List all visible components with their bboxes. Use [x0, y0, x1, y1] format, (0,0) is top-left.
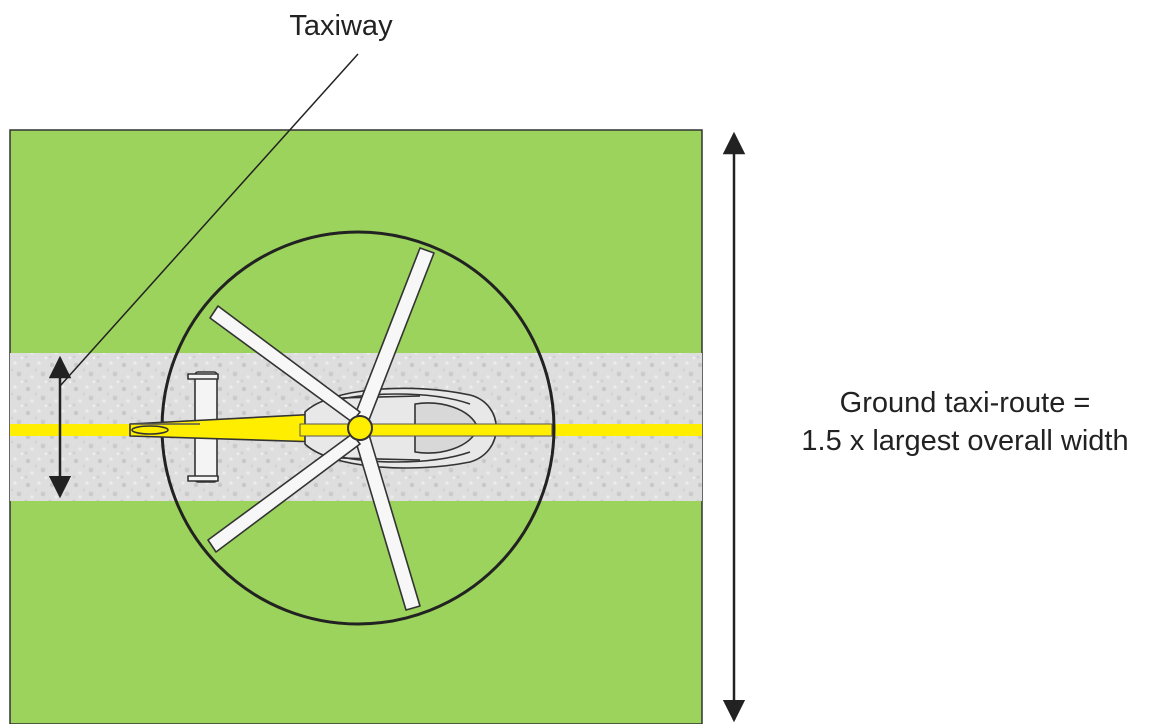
route-label-line-2: 1.5 x largest overall width	[801, 425, 1129, 457]
ground-taxi-route-label: Ground taxi-route = 1.5 x largest overal…	[770, 384, 1160, 460]
taxiway-leader-line	[59, 53, 359, 387]
taxiway-label: Taxiway	[289, 10, 393, 42]
helicopter-top-view-icon	[129, 247, 553, 611]
route-label-line-1: Ground taxi-route =	[839, 387, 1091, 419]
